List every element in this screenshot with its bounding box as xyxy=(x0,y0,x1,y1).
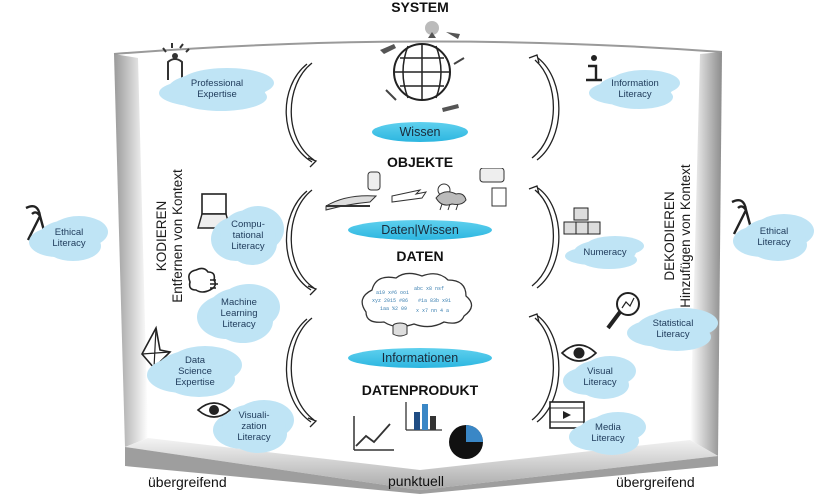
cloud-information: Information Literacy xyxy=(598,74,672,104)
cloud-ethical-left: Ethical Literacy xyxy=(38,220,100,256)
eye-icon xyxy=(196,402,232,418)
svg-text:#1a 83b x91: #1a 83b x91 xyxy=(418,298,451,304)
cloud-visual: Visual Literacy xyxy=(572,360,628,394)
dekodieren-label: DEKODIEREN xyxy=(662,191,677,281)
eye-icon-right xyxy=(560,344,598,362)
ml-brain-icon xyxy=(188,267,218,293)
cloud-visualization: Visuali- zation Literacy xyxy=(222,404,286,448)
level-objekte: OBJEKTE xyxy=(386,154,454,170)
brain-globe-icon xyxy=(380,21,465,112)
cloud-data-science: Data Science Expertise xyxy=(156,350,234,392)
bottom-center-label: punktuell xyxy=(388,473,445,489)
people-icon xyxy=(162,43,190,80)
magnifier-icon xyxy=(606,292,640,330)
info-icon xyxy=(586,55,602,82)
svg-text:xyz 2015 #86: xyz 2015 #86 xyxy=(372,298,408,304)
pill-informationen: Informationen xyxy=(348,348,492,368)
film-icon xyxy=(549,401,585,429)
bar-chart-icon xyxy=(405,402,442,431)
svg-text:a19 x#6 ooi: a19 x#6 ooi xyxy=(376,290,409,296)
kodieren-label: KODIEREN xyxy=(154,200,169,272)
cloud-ethical-right: Ethical Literacy xyxy=(742,218,806,256)
pill-wissen: Wissen xyxy=(372,122,468,142)
cloud-computational: Compu- tational Literacy xyxy=(220,210,276,260)
bottom-right-label: übergreifend xyxy=(616,474,695,490)
cloud-media: Media Literacy xyxy=(578,416,638,450)
cloud-machine-learning: Machine Learning Literacy xyxy=(206,288,272,338)
pill-daten-wissen: Daten|Wissen xyxy=(348,220,492,240)
data-cloud-icon: a19 x#6 ooi xyz 2015 #86 1aa %2 09 abc x8 … xyxy=(361,272,473,337)
svg-text:abc x8 nsf: abc x8 nsf xyxy=(414,286,444,292)
hinzufuegen-label: Hinzufügen von Kontext xyxy=(678,164,693,308)
network-icon xyxy=(141,325,172,370)
svg-text:x x7 nn 4 a: x x7 nn 4 a xyxy=(416,308,449,314)
abc-blocks-icon xyxy=(563,207,601,235)
level-datenprodukt: DATENPRODUKT xyxy=(361,382,479,398)
left-side-label: KODIEREN Entfernen von Kontext xyxy=(154,146,186,326)
bottom-left-label: übergreifend xyxy=(148,474,227,490)
airplane-icon xyxy=(325,168,507,211)
cloud-professional: Professional Expertise xyxy=(168,72,266,106)
level-system: SYSTEM xyxy=(391,0,449,15)
line-chart-icon xyxy=(353,416,394,451)
level-daten: DATEN xyxy=(396,248,444,264)
svg-text:1aa %2 09: 1aa %2 09 xyxy=(380,306,407,312)
right-side-label: DEKODIEREN Hinzufügen von Kontext xyxy=(662,146,694,326)
entfernen-label: Entfernen von Kontext xyxy=(170,169,185,303)
pie-chart-icon xyxy=(449,425,483,459)
cloud-numeracy: Numeracy xyxy=(574,240,636,264)
cloud-statistical: Statistical Literacy xyxy=(636,312,710,346)
